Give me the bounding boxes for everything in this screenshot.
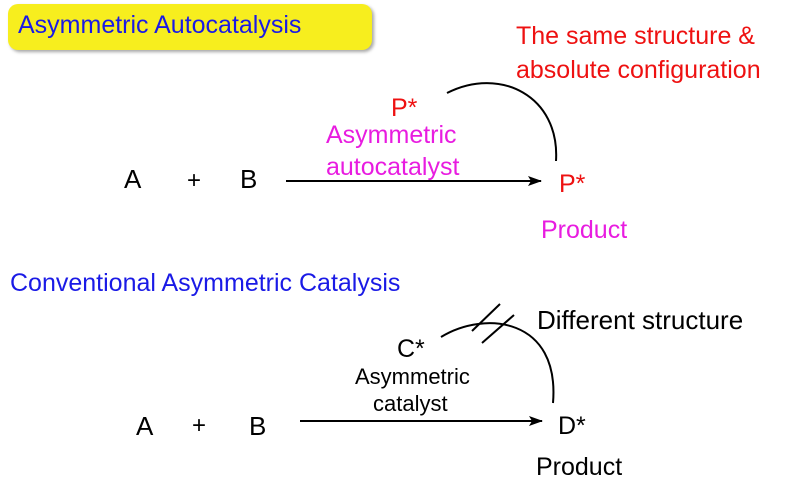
- plus-sign-2: +: [192, 412, 207, 439]
- autocatalyst-label-line1: Asymmetric: [326, 121, 457, 149]
- catalyst-label-line2: catalyst: [373, 391, 448, 416]
- product-p-star: P*: [559, 170, 586, 198]
- cross-mark-1: [471, 303, 501, 332]
- conventional-title: Conventional Asymmetric Catalysis: [10, 269, 401, 297]
- same-structure-note-line1: The same structure &: [516, 22, 755, 50]
- plus-sign-1: +: [187, 167, 202, 194]
- title-highlight-box: [8, 4, 372, 50]
- autocatalysis-title: Asymmetric Autocatalysis: [18, 11, 302, 39]
- product-d-star: D*: [558, 412, 586, 440]
- reactant-b-2: B: [249, 411, 267, 441]
- reactant-a-1: A: [124, 164, 142, 194]
- cross-mark-2: [481, 314, 515, 344]
- product-label-1: Product: [541, 216, 628, 244]
- autocatalyst-p-star: P*: [391, 94, 418, 122]
- different-structure-note: Different structure: [537, 305, 744, 335]
- reactant-a-2: A: [136, 411, 154, 441]
- autocatalyst-label-line2: autocatalyst: [326, 153, 460, 181]
- reactant-b-1: B: [240, 164, 258, 194]
- catalyst-label-line1: Asymmetric: [355, 364, 470, 389]
- same-structure-note-line2: absolute configuration: [516, 56, 761, 84]
- product-label-2: Product: [536, 453, 623, 481]
- conventional-arc: [440, 322, 555, 404]
- catalyst-c-star: C*: [397, 335, 425, 363]
- autocatalysis-arc: [446, 82, 558, 162]
